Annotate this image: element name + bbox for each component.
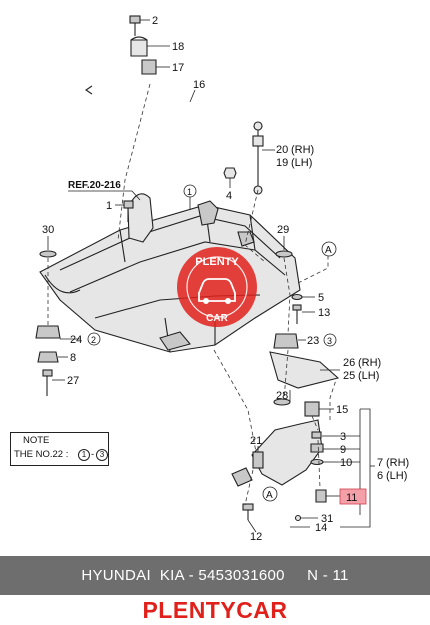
callout-27: 27 — [67, 375, 79, 387]
callout-4: 4 — [226, 190, 232, 202]
washer-10 — [310, 458, 324, 466]
bushing-24 — [35, 325, 61, 339]
watermark-bottom-text: CAR — [206, 313, 228, 324]
callout-25: 25 — [343, 370, 355, 382]
callout-20: 20 — [276, 144, 288, 156]
ball-joint — [231, 467, 253, 487]
callout-13: 13 — [318, 307, 330, 319]
callout-6-lh: (LH) — [386, 470, 407, 482]
callout-A-top: A — [325, 245, 332, 256]
bushing-23 — [273, 333, 299, 349]
bolt-12 — [242, 503, 254, 520]
stabilizer-bar — [85, 80, 251, 133]
plentycar-watermark-logo: PLENTY CAR — [177, 247, 257, 327]
callout-19-lh: (LH) — [291, 157, 312, 169]
callout-19: 19 — [276, 157, 288, 169]
callout-26-rh: (RH) — [358, 357, 381, 369]
bushing-17 — [141, 59, 157, 75]
bushing-21 — [252, 451, 264, 469]
callout-25-lh: (LH) — [358, 370, 379, 382]
callout-12: 12 — [250, 531, 262, 543]
callout-16: 16 — [193, 79, 205, 91]
callout-7: 7 — [377, 457, 383, 469]
callout-15: 15 — [336, 404, 348, 416]
callout-8: 8 — [70, 352, 76, 364]
callout-24: 24 — [70, 334, 82, 346]
washer-9 — [310, 443, 324, 453]
callout-circled-1: 1 — [187, 187, 192, 197]
callout-11: 11 — [346, 492, 357, 504]
part-number-text: HYUNDAI KIA - 5453031600 N - 11 — [81, 567, 349, 584]
ref-label: REF.20-216 — [68, 180, 121, 191]
callout-28: 28 — [276, 390, 288, 402]
nut-11 — [315, 489, 327, 503]
highlight-11 — [339, 488, 367, 505]
stabilizer-link — [252, 121, 264, 195]
callout-2: 2 — [152, 15, 158, 27]
bolt-3 — [311, 431, 322, 439]
bushing-15 — [304, 401, 320, 417]
callout-1: 1 — [106, 200, 112, 212]
callout-30: 30 — [42, 224, 54, 236]
watermark-top-text: PLENTY — [195, 256, 239, 268]
pin-31 — [294, 514, 302, 522]
note-dash: - — [91, 449, 95, 460]
callout-31: 31 — [321, 513, 333, 525]
callout-20-rh: (RH) — [291, 144, 314, 156]
callout-26: 26 — [343, 357, 355, 369]
washer-29 — [275, 250, 293, 258]
callout-7-rh: (RH) — [386, 457, 409, 469]
callout-17: 17 — [172, 62, 184, 74]
callout-3: 3 — [340, 431, 346, 443]
note-from: 1 — [78, 449, 90, 461]
bracket-25-26 — [269, 351, 340, 389]
note-box: NOTE THE NO.22 : 1 - 3 — [10, 432, 109, 466]
bolt-2 — [129, 15, 141, 36]
bolt-27 — [42, 369, 53, 396]
washer-5 — [291, 293, 303, 301]
callout-9: 9 — [340, 444, 346, 456]
callout-circled-2: 2 — [91, 335, 96, 345]
subframe — [39, 200, 301, 353]
nut-4 — [223, 167, 237, 179]
callout-A-bottom: A — [266, 490, 273, 501]
bolt-13 — [292, 304, 302, 324]
callout-10: 10 — [340, 457, 352, 469]
note-title: NOTE — [23, 435, 50, 446]
note-line-prefix: THE NO.22 : — [14, 449, 69, 460]
washer-30 — [39, 250, 57, 258]
brand-name: PLENTYCAR — [142, 597, 288, 623]
note-to: 3 — [96, 449, 108, 461]
part-number-bar: HYUNDAI KIA - 5453031600 N - 11 — [0, 556, 430, 595]
callout-6: 6 — [377, 470, 383, 482]
bolt-1 — [123, 200, 134, 222]
callout-29: 29 — [277, 224, 289, 236]
callout-23: 23 — [307, 335, 319, 347]
bushing-8 — [37, 351, 59, 363]
callout-5: 5 — [318, 292, 324, 304]
bracket-18 — [130, 36, 148, 57]
callout-circled-3: 3 — [327, 336, 332, 346]
callout-18: 18 — [172, 41, 184, 53]
callout-21: 21 — [250, 435, 262, 447]
callout-14: 14 — [315, 522, 327, 534]
